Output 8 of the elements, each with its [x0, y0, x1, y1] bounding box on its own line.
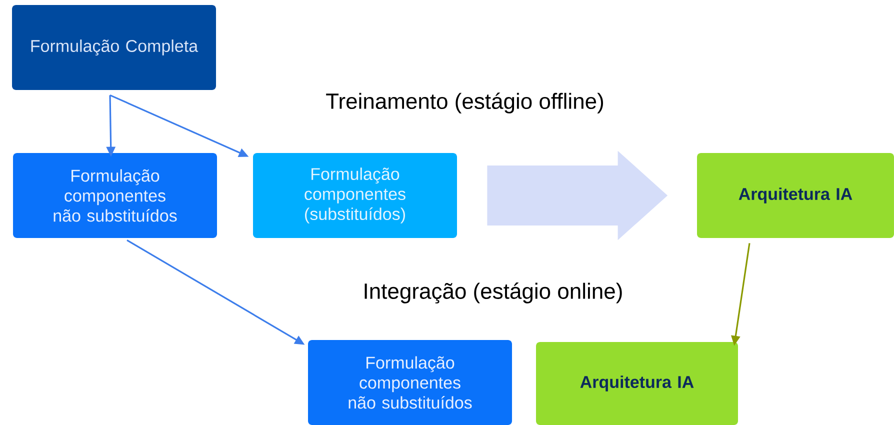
stage-label: Integração (estágio online)	[364, 282, 622, 304]
process-box: Arquitetura IA	[697, 153, 894, 238]
process-box: Formulação componentes (substituídos)	[253, 153, 457, 238]
process-box: Formulação componentes não substituídos	[308, 340, 512, 425]
process-box: Arquitetura IA	[536, 342, 738, 425]
process-box: Formulação Completa	[12, 5, 216, 90]
process-box: Formulação componentes não substituídos	[13, 153, 217, 238]
stage-label: Treinamento (estágio offline)	[326, 92, 603, 114]
